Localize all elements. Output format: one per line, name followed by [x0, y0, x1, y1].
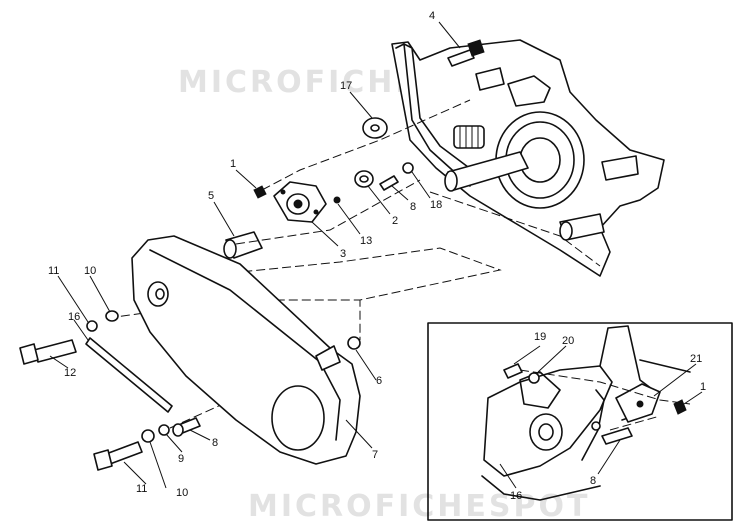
callout-21: 21 [690, 353, 702, 365]
callout-2: 2 [392, 215, 398, 227]
washer-10 [141, 429, 155, 443]
callout-1-inset: 1 [700, 381, 706, 393]
callout-15: 13 [360, 235, 372, 247]
rod-16 [85, 337, 173, 413]
washer-9 [158, 424, 170, 436]
callout-8-upper: 8 [410, 201, 416, 213]
bolt-8-lower [172, 417, 201, 437]
watermark-bottom: MICROFICHESPOT [248, 489, 590, 524]
washer-17 [362, 117, 388, 139]
callout-18: 18 [430, 199, 442, 211]
callout-7: 7 [372, 449, 378, 461]
washer-12 [105, 310, 119, 322]
spacer-6 [347, 336, 361, 350]
callout-16: 16 [68, 311, 80, 323]
callout-19: 19 [534, 331, 546, 343]
callout-12: 10 [84, 265, 96, 277]
belt-guard-7 [131, 235, 361, 465]
washer-18 [402, 162, 414, 174]
bearing-flange-3 [273, 181, 327, 223]
callout-8-lower: 8 [212, 437, 218, 449]
spacer-5 [223, 231, 263, 259]
callout-14: 12 [64, 367, 76, 379]
starter-handle [507, 75, 551, 107]
callout-16-inset: 16 [510, 490, 522, 502]
bolt-11 [93, 441, 143, 471]
callout-3: 3 [340, 248, 346, 260]
callout-20: 20 [562, 335, 574, 347]
bolt-4 [447, 39, 485, 67]
callout-5: 5 [208, 190, 214, 202]
bolt-14 [19, 339, 77, 365]
callout-8-inset: 8 [590, 475, 596, 487]
detail-inset [427, 322, 733, 521]
nut-15 [333, 196, 341, 204]
bolt-8-upper [379, 175, 399, 191]
callout-10: 10 [176, 487, 188, 499]
callout-17: 17 [340, 80, 352, 92]
callout-9: 9 [178, 453, 184, 465]
nut-13 [86, 320, 98, 332]
leader-lines [49, 21, 461, 489]
callout-4: 4 [429, 10, 435, 22]
callout-6: 6 [376, 375, 382, 387]
callout-11: 11 [136, 483, 147, 495]
ring-2 [354, 170, 374, 188]
engine-frame-assembly [391, 39, 665, 277]
callout-labels: 4 17 1 5 3 13 2 8 18 11 10 16 12 6 7 8 9… [48, 10, 706, 502]
callout-1: 1 [230, 158, 236, 170]
callout-13: 11 [48, 265, 59, 277]
